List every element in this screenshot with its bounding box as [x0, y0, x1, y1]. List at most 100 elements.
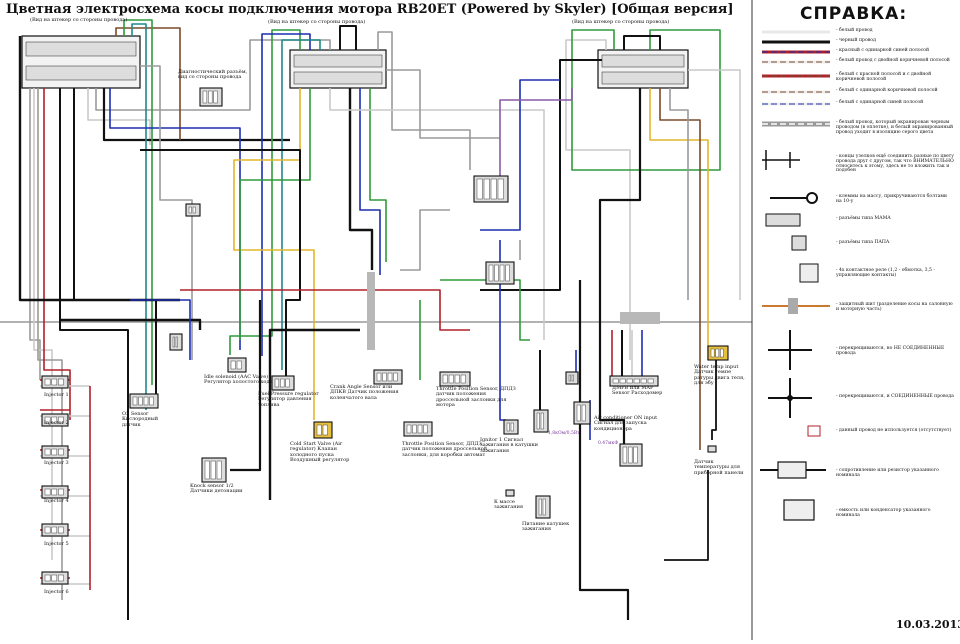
component-plugs	[41, 87, 729, 585]
tps-gearbox-plug	[403, 421, 433, 437]
label-resistor: 1,8кОм/0,5Вт	[548, 431, 580, 436]
label-capacitor: 0.47мкФ	[598, 441, 619, 446]
relay-plug-mid	[485, 261, 515, 285]
injector-plug-1	[41, 375, 69, 389]
wire	[123, 19, 153, 385]
legend-item: - белый с одинарной коричневой полосой	[836, 88, 938, 93]
wire	[578, 280, 630, 620]
wire	[115, 27, 181, 140]
wire	[230, 300, 262, 472]
header-right: (Вид на штекер со стороны провода)	[572, 19, 670, 25]
relay-icon	[799, 263, 819, 283]
firewall-icon	[788, 298, 798, 314]
legend-item: - клеммы на массу, прикручиваются болтам…	[836, 194, 947, 204]
wire	[664, 470, 709, 561]
wire	[261, 33, 311, 356]
wire	[711, 360, 717, 440]
ecu-connector-left	[21, 35, 141, 89]
wire	[239, 88, 311, 340]
wire	[649, 88, 709, 360]
label-injector-6: Injector 6	[44, 589, 69, 595]
wire	[369, 88, 387, 262]
legend-item: - защитный шит (разделение косы на салон…	[836, 302, 953, 312]
label-knock-sensor: Knock sensor 1/2 Датчики детонации	[190, 483, 243, 495]
wire	[348, 88, 374, 270]
relay-plug-center	[473, 175, 509, 203]
wire	[37, 88, 63, 600]
plug-left-firewall	[169, 333, 183, 351]
label-injector-1: Injector 1	[44, 392, 69, 398]
wire	[87, 88, 151, 145]
label-maf: ДМРВ или MAF Sensor Расходомер	[612, 385, 663, 397]
wire	[623, 35, 661, 50]
igniter-plug	[503, 419, 519, 435]
legend-item: - белый провод	[836, 28, 873, 33]
label-igniter: Ignitor 1 Сигнал зажигания в катушки заж…	[480, 437, 538, 454]
label-injector-5: Injector 5	[44, 541, 69, 547]
wire	[109, 88, 241, 350]
label-cas: Crank Angle Sensor или ДПКВ Датчик полож…	[330, 384, 399, 401]
harness-sleeve-right	[620, 312, 660, 324]
wire	[329, 88, 545, 340]
cold-start-plug	[313, 421, 333, 439]
label-fuel-pressure: Fuel Pressure regulator Регулятор давлен…	[258, 391, 319, 408]
legend-item: - белый с красной полосой и с двойной ко…	[836, 72, 932, 82]
label-temp-gauge: Датчик температуры для приборной панели	[694, 459, 744, 476]
knock-sensor-plug	[201, 457, 227, 483]
injector-plug-3	[41, 445, 69, 459]
legend-item: - емкость или конденсатор указанного ном…	[836, 508, 931, 518]
wire	[130, 299, 191, 360]
ground-terminal-icon	[806, 192, 818, 204]
legend-item: - перекрещиваются, но НЕ СОЕДИНЕННЫЕ про…	[836, 346, 945, 356]
female-connector-icon	[765, 213, 801, 227]
wire	[140, 65, 193, 360]
label-tps-gearbox: Throttle Position Sensor, ДПДЗ датчик по…	[402, 441, 488, 458]
legend-item: - белый провод с двойной коричневой поло…	[836, 58, 950, 63]
water-temp-plug	[707, 345, 729, 361]
ecu-connector-right	[597, 49, 689, 89]
legend-item: - белый с одинарной синей полосой	[836, 100, 924, 105]
wire	[440, 279, 530, 341]
legend-item: - белый провод, который экранирован черн…	[836, 120, 954, 135]
legend-item: - перекрещиваются, и СОЕДИНЕННЫЕ провода	[836, 394, 954, 399]
header-middle: (Вид на штекер со стороны провода)	[268, 19, 366, 25]
label-water-temp: Water temp input Датчик темпе ратуры дви…	[694, 364, 745, 386]
label-ac-input: Air conditioner ON input Сигнал для запу…	[594, 415, 658, 432]
label-iacv: Idle solenoid (AAC Valve) Регулятор холо…	[204, 374, 273, 386]
label-injector-2: Injector 2	[44, 420, 69, 426]
resistor-icon	[777, 461, 807, 479]
legend-item: - сопротивление или резистор указанного …	[836, 468, 939, 478]
wire	[268, 328, 360, 500]
header-left: (Вид на штекер со стороны провода)	[30, 17, 128, 23]
wire	[480, 79, 560, 231]
relay-small-plug	[185, 203, 201, 217]
o2-sensor-plug	[129, 393, 159, 409]
label-diag-connector: Диагностический разъём, вид со стороны п…	[178, 69, 248, 81]
wire	[43, 88, 71, 420]
legend-title: СПРАВКА:	[800, 4, 908, 24]
fuel-pressure-plug	[271, 375, 295, 391]
label-injector-3: Injector 3	[44, 460, 69, 466]
label-injector-4: Injector 4	[44, 498, 69, 504]
legend-item: - красный с одинарной синей полосой	[836, 48, 930, 53]
wire	[659, 88, 701, 450]
label-coil-power: Питание катушек зажигания	[522, 521, 570, 533]
diag-connector-plug	[199, 87, 223, 107]
legend-item: - данный провод не используется (отсутст…	[836, 428, 952, 433]
resistor-plug	[533, 409, 549, 433]
male-connector-icon	[791, 235, 807, 251]
injector-plug-2	[41, 413, 69, 427]
unused-wire-icon	[807, 425, 821, 437]
date-stamp: 10.03.2013	[896, 618, 960, 631]
ecu-connector-middle	[289, 49, 387, 89]
wire	[73, 88, 157, 400]
capacitor-icon	[783, 499, 815, 521]
wire	[140, 149, 301, 380]
wire	[18, 36, 180, 302]
tps-auto-plug	[439, 371, 471, 387]
wire	[95, 39, 331, 111]
wire-bundle	[18, 19, 741, 620]
label-cold-start: Cold Start Valve (Air regulator) Клапан …	[290, 441, 350, 463]
wire	[480, 59, 602, 291]
legend-item: - разъёмы типа МАМА	[836, 216, 891, 221]
